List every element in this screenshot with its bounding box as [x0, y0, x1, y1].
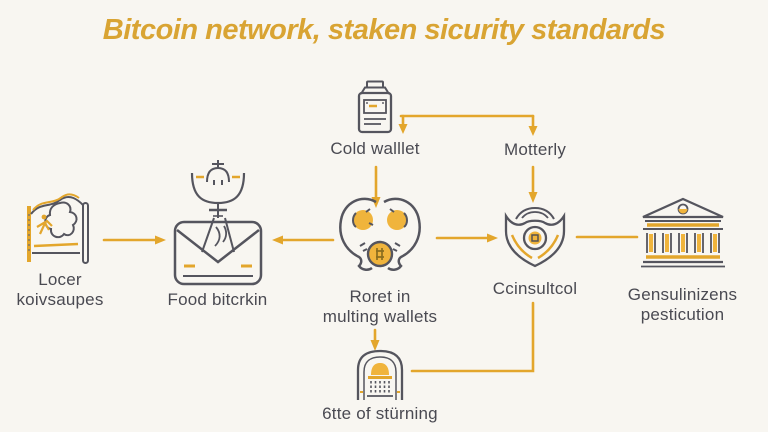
- diagram-title: Bitcoin network, staken sicurity standar…: [102, 14, 666, 46]
- motterly-label: Motterly: [503, 140, 567, 159]
- vault-label: 6tte of stürning: [322, 404, 438, 423]
- map-label: Locer koivsaupes: [16, 270, 104, 309]
- multisig-label: Roret in multing wallets: [322, 287, 438, 326]
- arrowhead: [155, 235, 166, 245]
- node-cold-wallet: Cold walllet: [310, 80, 440, 159]
- arrowhead: [528, 126, 538, 136]
- relay-label: Food bitcrkin: [167, 290, 268, 309]
- node-bank: Gensulinizens pesticution: [615, 196, 750, 325]
- satellite-envelope-icon: [173, 160, 262, 286]
- arrowhead: [272, 235, 283, 245]
- bank-icon: [640, 197, 725, 268]
- cold-wallet-label: Cold walllet: [330, 139, 420, 158]
- arrowhead: [528, 192, 538, 203]
- node-vault: 6tte of stürning: [315, 348, 445, 424]
- custody-label: Ccinsultcol: [492, 279, 578, 298]
- jar-icon: [357, 80, 393, 134]
- arrowhead: [398, 124, 408, 134]
- node-map: Locer koivsaupes: [5, 190, 115, 310]
- shield-icon: [504, 206, 566, 268]
- node-custody: Ccinsultcol: [470, 205, 600, 299]
- map-icon: [27, 193, 89, 264]
- elbow-line-vault-to-custody: [410, 301, 535, 373]
- arrowhead: [370, 340, 380, 351]
- arrowhead: [487, 233, 498, 243]
- node-relay: Food bitcrkin: [160, 158, 275, 310]
- bank-label: Gensulinizens pesticution: [627, 285, 738, 324]
- node-motterly: Motterly: [470, 140, 600, 160]
- arch-vault-icon: [356, 349, 404, 400]
- node-multisig: Roret in multing wallets: [315, 193, 445, 327]
- coins-circle-icon: [339, 197, 421, 271]
